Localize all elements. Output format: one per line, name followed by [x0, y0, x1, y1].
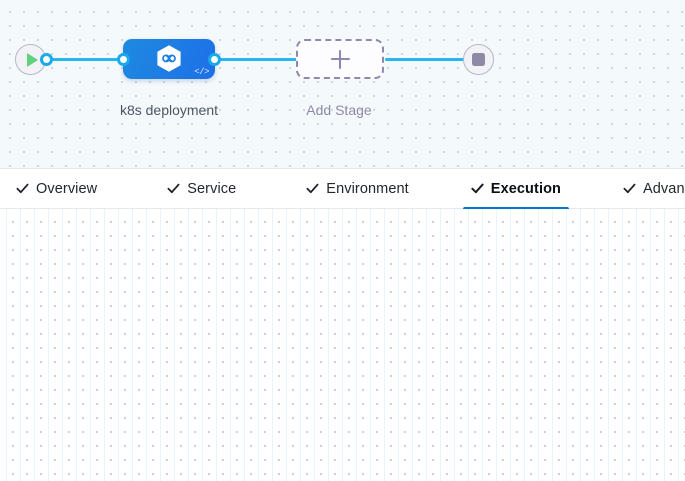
tab-advanced[interactable]: Advanced [607, 168, 685, 209]
pipeline-start-node[interactable] [15, 44, 46, 75]
tab-environment[interactable]: Environment [290, 168, 425, 209]
stage-config-tabbar[interactable]: Overview Service Environment Execution A… [0, 168, 685, 210]
tab-label: Service [187, 180, 237, 197]
stage-graph-canvas[interactable]: </> k8s deployment Add Stage [0, 0, 685, 168]
stage-label-k8s-deployment: k8s deployment [119, 102, 219, 118]
stop-icon [472, 53, 485, 66]
tab-overview[interactable]: Overview [0, 168, 113, 209]
add-stage-button[interactable] [296, 39, 384, 79]
add-stage-label: Add Stage [306, 102, 372, 118]
connector-start-to-stage [40, 58, 125, 61]
execution-graph-canvas[interactable]: </> IAM resources Plan IAM Approval </> … [0, 209, 685, 481]
tab-service[interactable]: Service [151, 168, 252, 209]
stage-node-k8s-deployment[interactable]: </> [123, 39, 215, 79]
tab-execution[interactable]: Execution [455, 168, 577, 210]
tab-label: Advanced [643, 180, 685, 197]
tab-label: Environment [326, 180, 409, 197]
plus-icon [330, 49, 350, 69]
check-icon [623, 183, 636, 194]
play-icon [26, 52, 38, 67]
check-icon [306, 183, 319, 194]
port-stage-in[interactable] [117, 53, 130, 66]
check-icon [471, 183, 484, 194]
check-icon [16, 183, 29, 194]
port-start-out[interactable] [40, 53, 53, 66]
tab-label: Execution [490, 180, 561, 197]
kubernetes-hexagon-icon [157, 45, 181, 72]
connector-addstage-to-end [385, 58, 470, 61]
connector-stage-to-addstage [214, 58, 299, 61]
pipeline-end-node[interactable] [463, 44, 494, 75]
tab-label: Overview [36, 180, 98, 197]
code-tag-icon: </> [194, 67, 209, 77]
port-stage-out[interactable] [208, 53, 221, 66]
check-icon [167, 183, 180, 194]
